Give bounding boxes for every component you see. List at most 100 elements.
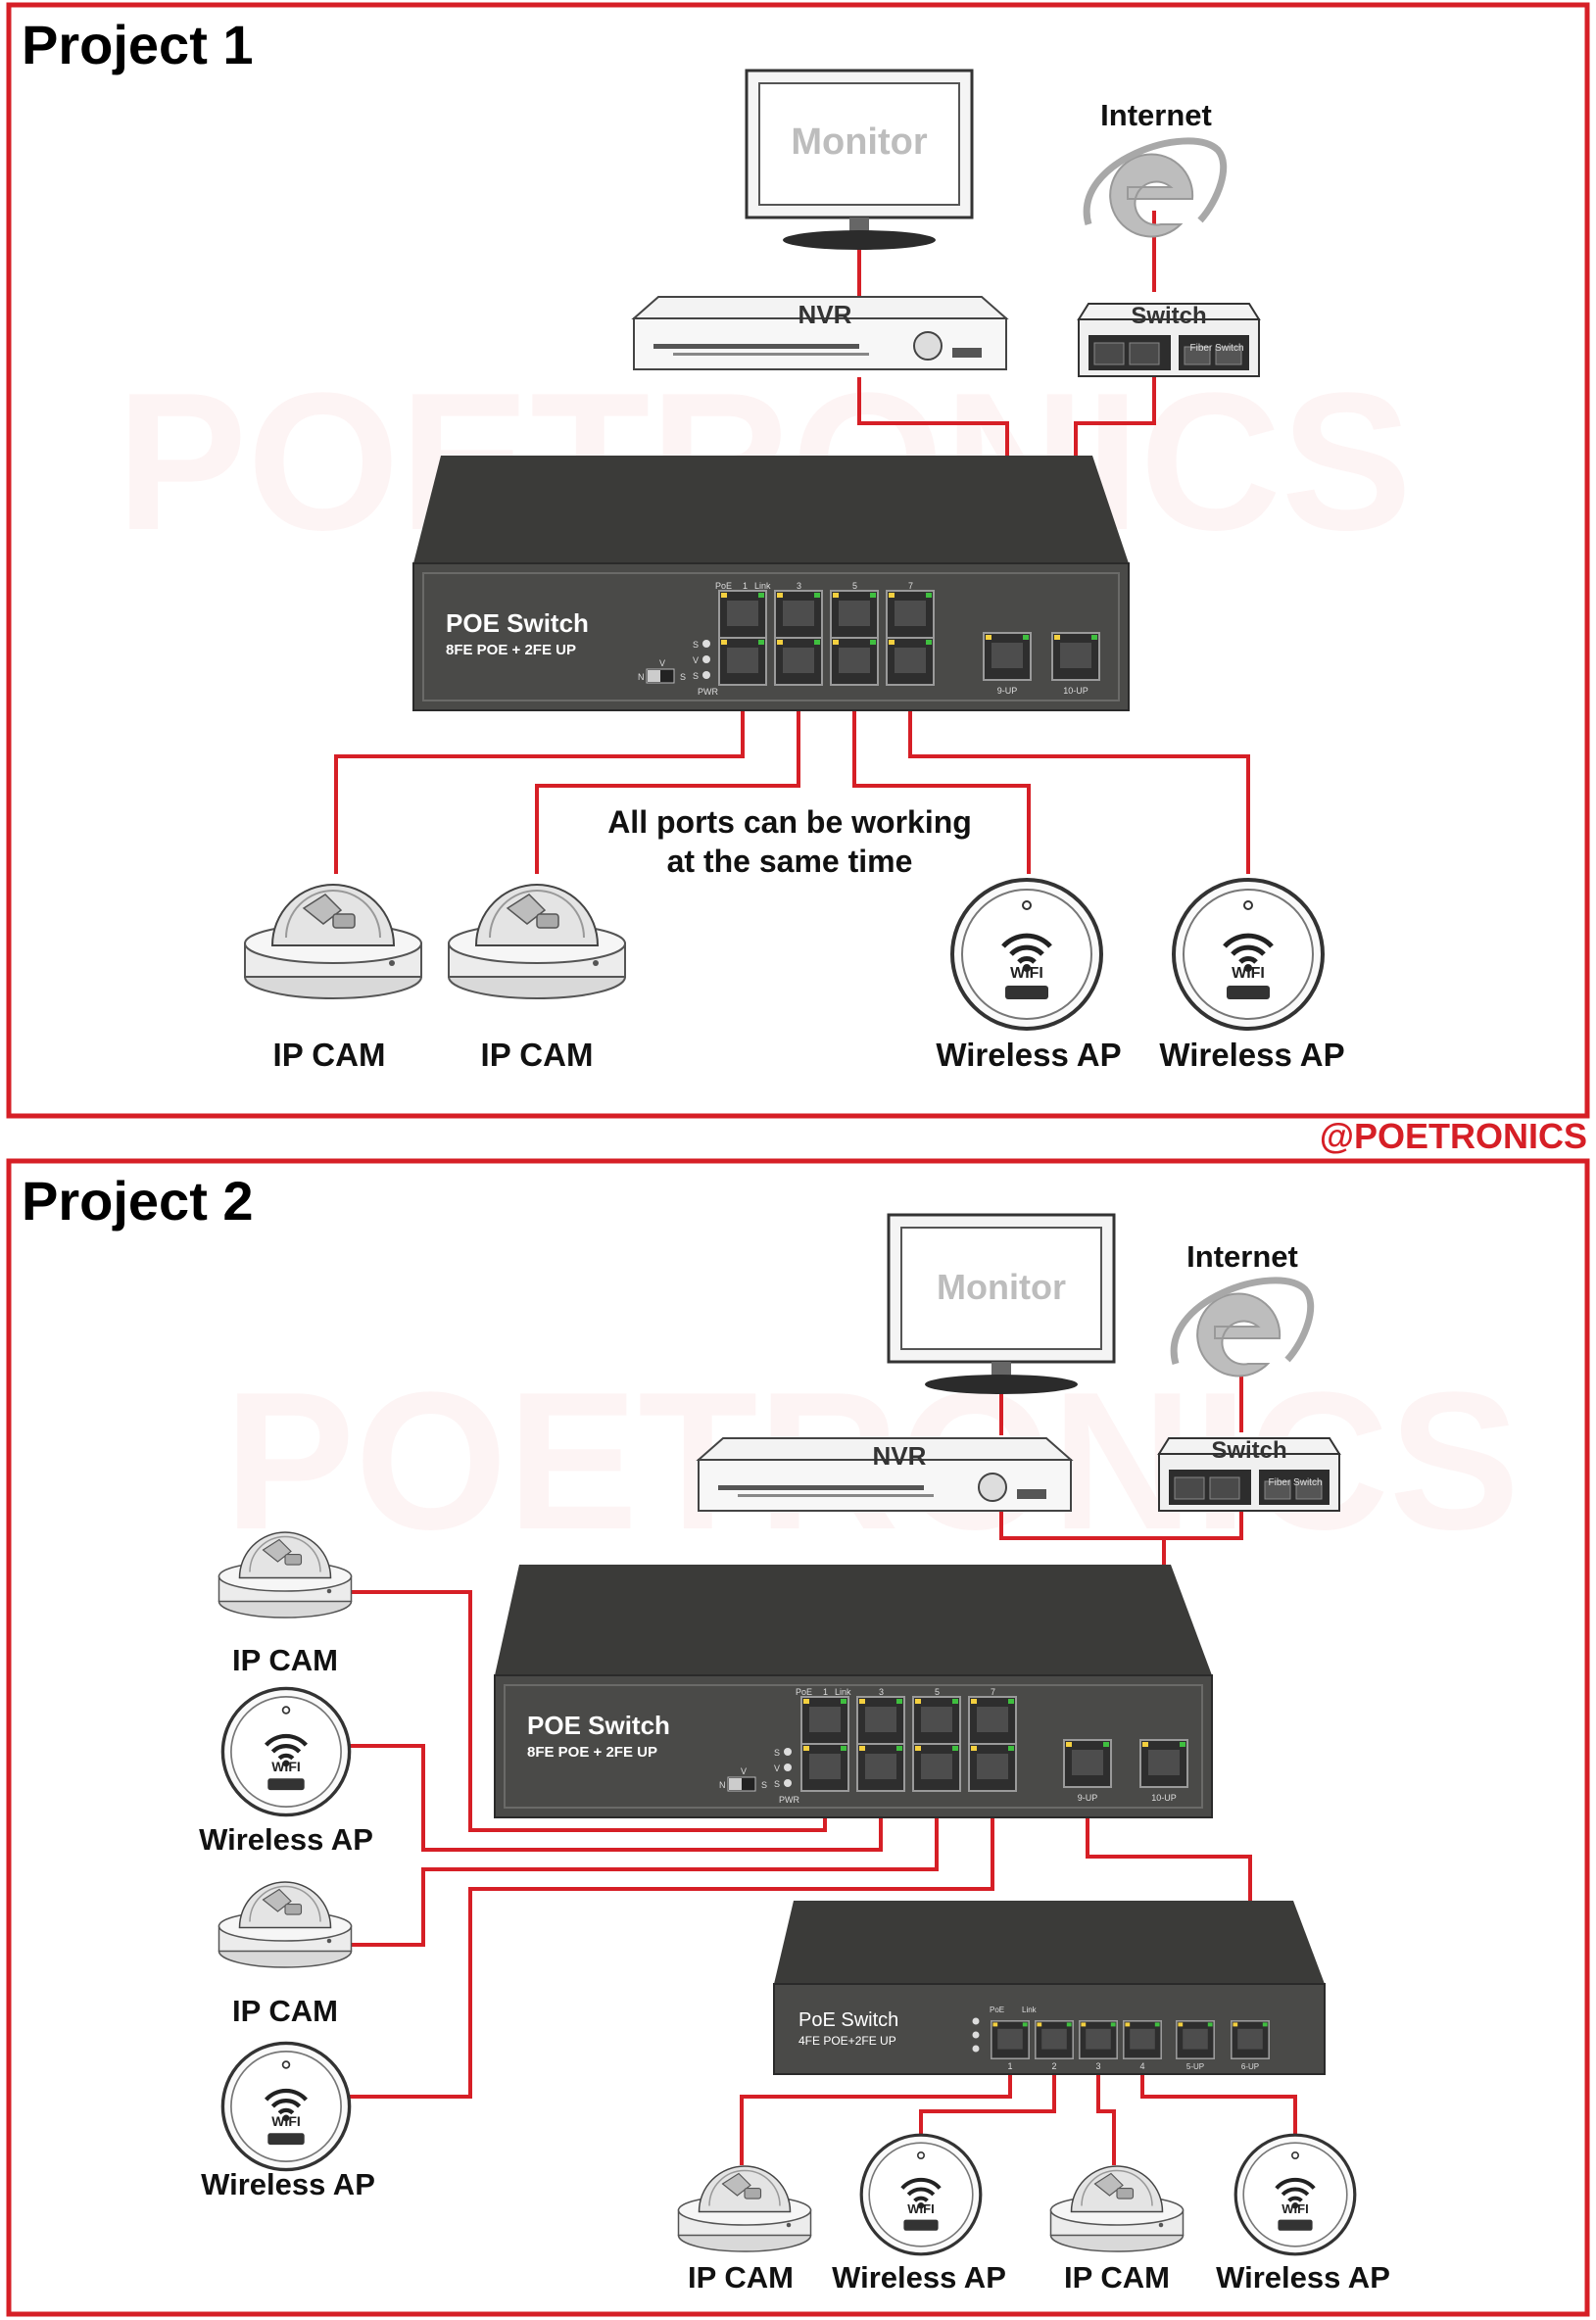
port-number: 3 bbox=[1095, 2061, 1100, 2071]
poe-port bbox=[1035, 2020, 1075, 2059]
port-number: 4 bbox=[1139, 2061, 1144, 2071]
led-label: S bbox=[774, 1748, 780, 1758]
monitor-label: Monitor bbox=[937, 1267, 1066, 1307]
port-label: PoE bbox=[990, 2006, 1004, 2014]
brand-tag: @POETRONICS bbox=[1320, 1116, 1587, 1156]
poe-port bbox=[830, 637, 879, 686]
uplink-port bbox=[1176, 2020, 1216, 2059]
poe-switch-spec: 8FE POE + 2FE UP bbox=[446, 642, 576, 658]
port-label: 7 bbox=[908, 581, 913, 591]
led-label: V bbox=[774, 1764, 780, 1773]
wireless-ap-icon bbox=[1174, 880, 1323, 1029]
endpoint-label: IP CAM bbox=[688, 2260, 794, 2295]
endpoint-label: Wireless AP bbox=[1216, 2260, 1390, 2295]
project2-left-endpoints: IP CAM WIFI Wireless AP IP CAM WIFI Wire… bbox=[199, 1531, 375, 2201]
port-label: 1 bbox=[743, 581, 748, 591]
port-label: Link bbox=[754, 581, 771, 591]
poe-switch-name: POE Switch bbox=[446, 608, 589, 638]
endpoint-label: IP CAM bbox=[232, 1994, 338, 2028]
mode-label: V bbox=[741, 1766, 747, 1776]
pwr-label: PWR bbox=[698, 687, 718, 697]
wireless-ap-icon bbox=[1235, 2135, 1355, 2254]
wireless-ap-icon bbox=[952, 880, 1101, 1029]
poe-port bbox=[830, 590, 879, 639]
port-label: 1 bbox=[823, 1687, 828, 1697]
uplink-label: 10-UP bbox=[1151, 1793, 1177, 1803]
wifi-text: WIFI bbox=[1010, 965, 1043, 982]
wifi-text: WIFI bbox=[1282, 2201, 1308, 2216]
poe-port bbox=[912, 1696, 961, 1745]
internet-label: Internet bbox=[1186, 1239, 1298, 1274]
poe-port bbox=[968, 1743, 1017, 1792]
port-label: 3 bbox=[879, 1687, 884, 1697]
endpoint-label: Wireless AP bbox=[201, 2167, 375, 2201]
ip-camera-icon bbox=[448, 884, 626, 999]
port-number: 1 bbox=[1007, 2061, 1012, 2071]
wifi-text: WIFI bbox=[1232, 965, 1265, 982]
wifi-text: WIFI bbox=[271, 1759, 301, 1774]
endpoint-label: Wireless AP bbox=[199, 1822, 373, 1857]
endpoint-label: Wireless AP bbox=[832, 2260, 1006, 2295]
monitor-label: Monitor bbox=[791, 121, 928, 163]
switch-label: Switch bbox=[1131, 303, 1206, 329]
uplink-port bbox=[1051, 632, 1100, 681]
project1-monitor: Monitor bbox=[745, 69, 974, 252]
port-label: 5 bbox=[852, 581, 857, 591]
poe-port bbox=[800, 1743, 849, 1792]
ip-camera-icon bbox=[677, 2165, 812, 2252]
project2-nvr: NVR bbox=[698, 1437, 1072, 1512]
uplink-port bbox=[1231, 2020, 1271, 2059]
endpoint-label: IP CAM bbox=[232, 1643, 338, 1677]
uplink-label: 9-UP bbox=[1078, 1793, 1098, 1803]
mode-label: S bbox=[680, 672, 686, 682]
uplink-port bbox=[983, 632, 1032, 681]
project1-title: Project 1 bbox=[22, 14, 254, 75]
uplink-label: 9-UP bbox=[997, 686, 1018, 696]
wireless-ap-icon bbox=[222, 2043, 349, 2169]
port-label: Link bbox=[1022, 2006, 1038, 2014]
port-number: 2 bbox=[1051, 2061, 1056, 2071]
port-label: 7 bbox=[991, 1687, 995, 1697]
mode-label: N bbox=[719, 1780, 726, 1790]
project1-frame bbox=[6, 2, 1590, 1119]
project1-endpoints: WIFI WIFI IP CAM IP CAM Wireless AP Wire… bbox=[244, 880, 1345, 1073]
led-label: S bbox=[774, 1779, 780, 1789]
wireless-ap-icon bbox=[861, 2135, 981, 2254]
project2-title: Project 2 bbox=[22, 1170, 254, 1232]
project2-frame bbox=[6, 1158, 1590, 2317]
uplink-port bbox=[1139, 1739, 1188, 1788]
nvr-label: NVR bbox=[798, 300, 852, 329]
project2-poe-switch-small: PoE Switch 4FE POE+2FE UP PoE Link 1 2 3… bbox=[773, 1901, 1326, 2075]
poe-port bbox=[856, 1696, 905, 1745]
ip-camera-icon bbox=[1049, 2165, 1185, 2252]
internet-label: Internet bbox=[1100, 98, 1212, 132]
poe-port bbox=[912, 1743, 961, 1792]
poe-port bbox=[856, 1743, 905, 1792]
project1-nvr: NVR bbox=[633, 296, 1007, 370]
poe-port bbox=[1123, 2020, 1163, 2059]
small-switch-name: PoE Switch bbox=[798, 2009, 898, 2031]
poe-port bbox=[774, 590, 823, 639]
poe-port bbox=[1079, 2020, 1119, 2059]
uplink-port bbox=[1063, 1739, 1112, 1788]
poe-switch-spec: 8FE POE + 2FE UP bbox=[527, 1744, 657, 1761]
poe-port bbox=[800, 1696, 849, 1745]
pwr-label: PWR bbox=[779, 1795, 799, 1805]
port-label: 5 bbox=[935, 1687, 940, 1697]
note-line-2: at the same time bbox=[667, 844, 913, 879]
endpoint-label: Wireless AP bbox=[1159, 1037, 1344, 1073]
uplink-label: 10-UP bbox=[1063, 686, 1088, 696]
endpoint-label: IP CAM bbox=[273, 1037, 386, 1073]
port-label: Link bbox=[835, 1687, 851, 1697]
mode-label: V bbox=[659, 658, 665, 668]
led-label: V bbox=[693, 655, 699, 665]
project1-poe-switch: POE Switch 8FE POE + 2FE UP PoE 1 Link 3… bbox=[412, 456, 1130, 711]
switch-label: Switch bbox=[1211, 1437, 1286, 1464]
poe-port bbox=[718, 590, 767, 639]
poe-port bbox=[968, 1696, 1017, 1745]
mode-label: N bbox=[638, 672, 645, 682]
poe-port bbox=[991, 2020, 1031, 2059]
led-label: S bbox=[693, 671, 699, 681]
project2-monitor: Monitor bbox=[887, 1213, 1116, 1396]
wifi-text: WIFI bbox=[271, 2113, 301, 2129]
